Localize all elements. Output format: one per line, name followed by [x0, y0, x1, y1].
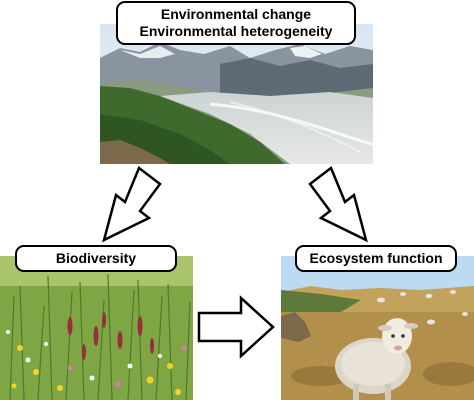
- landscape-photo: [100, 24, 373, 164]
- meadow-photo: [0, 256, 193, 400]
- environment-label-line2: Environmental heterogeneity: [139, 23, 333, 39]
- biodiversity-label-box: Biodiversity: [15, 245, 177, 272]
- ecosystem-function-label-box: Ecosystem function: [295, 245, 457, 272]
- arrow-biodiversity-to-ecosystem: [197, 295, 275, 359]
- arrow-to-ecosystem-function: [308, 166, 372, 243]
- sheep-photo: [281, 256, 474, 400]
- biodiversity-label: Biodiversity: [55, 250, 137, 266]
- arrow-to-biodiversity: [98, 166, 162, 243]
- environment-label-line1: Environmental change: [160, 6, 312, 22]
- ecosystem-function-label: Ecosystem function: [309, 250, 443, 266]
- environment-label-box: Environmental change Environmental heter…: [116, 1, 356, 45]
